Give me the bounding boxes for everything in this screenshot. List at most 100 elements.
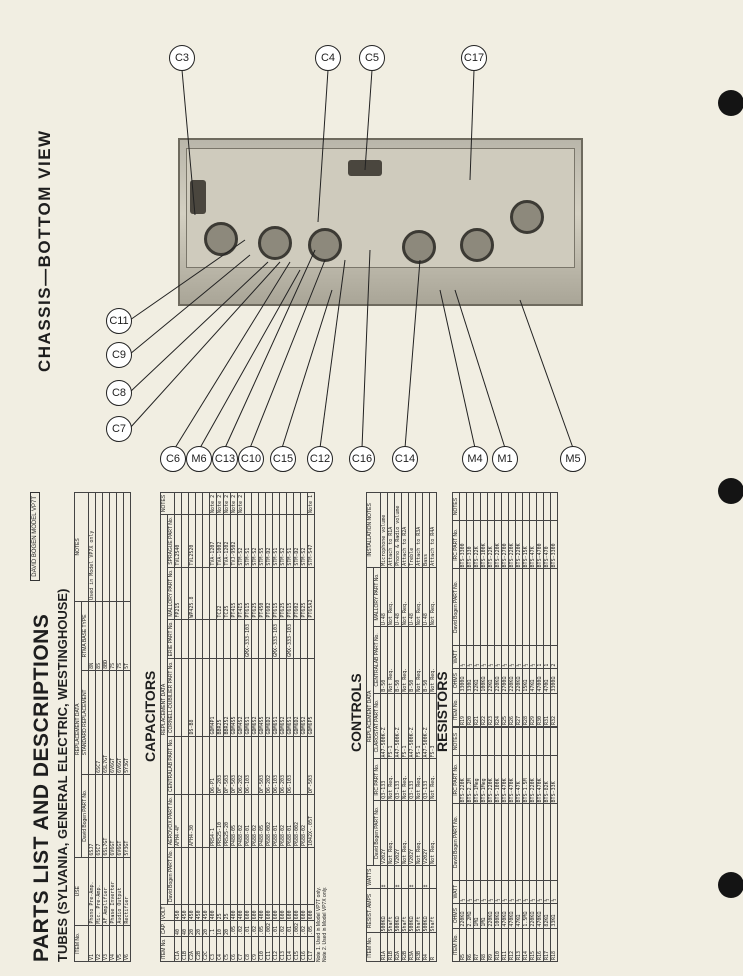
table-cell: 47KΩ [515, 903, 523, 929]
table-cell: GDM6D2 [265, 658, 273, 737]
table-cell [258, 619, 266, 659]
table-cell: GMX-333-103 [244, 619, 252, 659]
ctl-col-header: RESIST. AMPS [366, 888, 381, 933]
callout-c9: C9 [106, 342, 132, 368]
table-cell: R7 [473, 928, 481, 962]
table-cell [543, 568, 551, 646]
table-cell: ½ [508, 880, 516, 904]
table-cell: ½ [487, 645, 495, 669]
table-cell [188, 847, 196, 905]
table-cell: 3300Ω [459, 668, 467, 694]
table-cell: BTS-3300 [550, 520, 558, 569]
cap-col-header: MALLORY PART No. [167, 567, 175, 620]
table-cell: 470KΩ [536, 903, 544, 929]
ctl-col-header: David Bogen PART No. [373, 800, 381, 866]
table-cell: GMX-333-103 [286, 619, 294, 659]
table-cell: U-48 [394, 567, 402, 627]
table-cell: 5Y3GT [123, 774, 131, 858]
tube-socket [258, 226, 292, 260]
table-cell: B-50 [422, 626, 430, 694]
table-cell: TC25 [223, 567, 231, 620]
table-cell [508, 568, 516, 646]
table-cell: R27 [515, 693, 523, 727]
table-cell: 6SL7GT [102, 670, 110, 775]
table-cell [188, 736, 196, 795]
table-cell: BTS-1.5M [522, 755, 530, 804]
table-cell [522, 492, 530, 521]
table-cell [195, 492, 203, 515]
table-cell: 400 [230, 904, 238, 921]
table-cell [237, 619, 245, 659]
table-cell [300, 492, 308, 515]
table-cell [480, 568, 488, 646]
table-cell [265, 492, 273, 515]
parts-list-title: PARTS LIST AND DESCRIPTIONS [30, 613, 53, 962]
table-cell [251, 736, 259, 795]
table-cell: PT602 [293, 567, 301, 620]
table-cell [244, 847, 252, 905]
tubes-col-header: STANDARD REPLACEMENT [81, 670, 89, 775]
table-cell: ½ [466, 880, 474, 904]
table-cell: BTS-3300 [459, 520, 467, 569]
table-cell: P688-002 [293, 794, 301, 848]
table-cell: 6SC7 [95, 774, 103, 858]
table-cell: BTS-220K [487, 755, 495, 804]
table-cell [181, 492, 189, 515]
table-cell: 1.5MΩ [522, 903, 530, 929]
table-cell: 6V6GT [109, 774, 117, 858]
ctl-col-header: CLAROSTAT PART No. [373, 693, 381, 759]
table-cell: V5 [116, 925, 124, 962]
table-cell [536, 568, 544, 646]
table-cell: Note 2 [230, 492, 238, 515]
table-cell: 220KΩ [529, 903, 537, 929]
table-cell: P488-02 [237, 794, 245, 848]
table-cell [251, 492, 259, 515]
table-cell [300, 736, 308, 795]
res-col-header: David Bogen PART No. [452, 803, 460, 881]
table-cell: U-48 [380, 567, 388, 627]
table-cell [459, 727, 467, 756]
table-cell: Used in Model VP7X only [88, 492, 96, 602]
cap-col-header: CORNELL-DUBILIER PART No. [167, 658, 175, 737]
table-cell: PT602 [265, 567, 273, 620]
table-cell [202, 794, 210, 848]
table-cell: V202Y [394, 800, 402, 866]
table-cell: V6 [123, 925, 131, 962]
table-cell: A47-500K-Z [394, 693, 402, 759]
table-cell [102, 492, 110, 602]
table-cell [529, 492, 537, 521]
table-cell: R8 [480, 928, 488, 962]
table-cell: 400 [237, 904, 245, 921]
table-cell: PT615 [244, 567, 252, 620]
tube-socket [402, 230, 436, 264]
table-cell: ½ [459, 645, 467, 669]
table-cell: C7 [237, 936, 245, 962]
table-cell: 40 [174, 920, 182, 937]
cap-col-header: CAP. [160, 920, 175, 937]
table-cell: D6-103 [244, 736, 252, 795]
table-cell: FS-1 [401, 693, 409, 759]
capacitors-section-title: CAPACITORS [142, 670, 158, 762]
table-cell [279, 619, 287, 659]
table-cell: .002 [293, 920, 301, 937]
res-col-header: IRC PART No. [452, 520, 460, 569]
table-cell [202, 658, 210, 737]
table-cell: R3B [415, 932, 423, 962]
table-cell: BTS-2700 [501, 520, 509, 569]
table-cell: 10 [216, 920, 224, 937]
table-cell [265, 619, 273, 659]
table-cell: R10 [494, 928, 502, 962]
table-cell: Attach to R2A [401, 492, 409, 568]
table-cell [536, 803, 544, 881]
table-cell: PT450 [258, 567, 266, 620]
